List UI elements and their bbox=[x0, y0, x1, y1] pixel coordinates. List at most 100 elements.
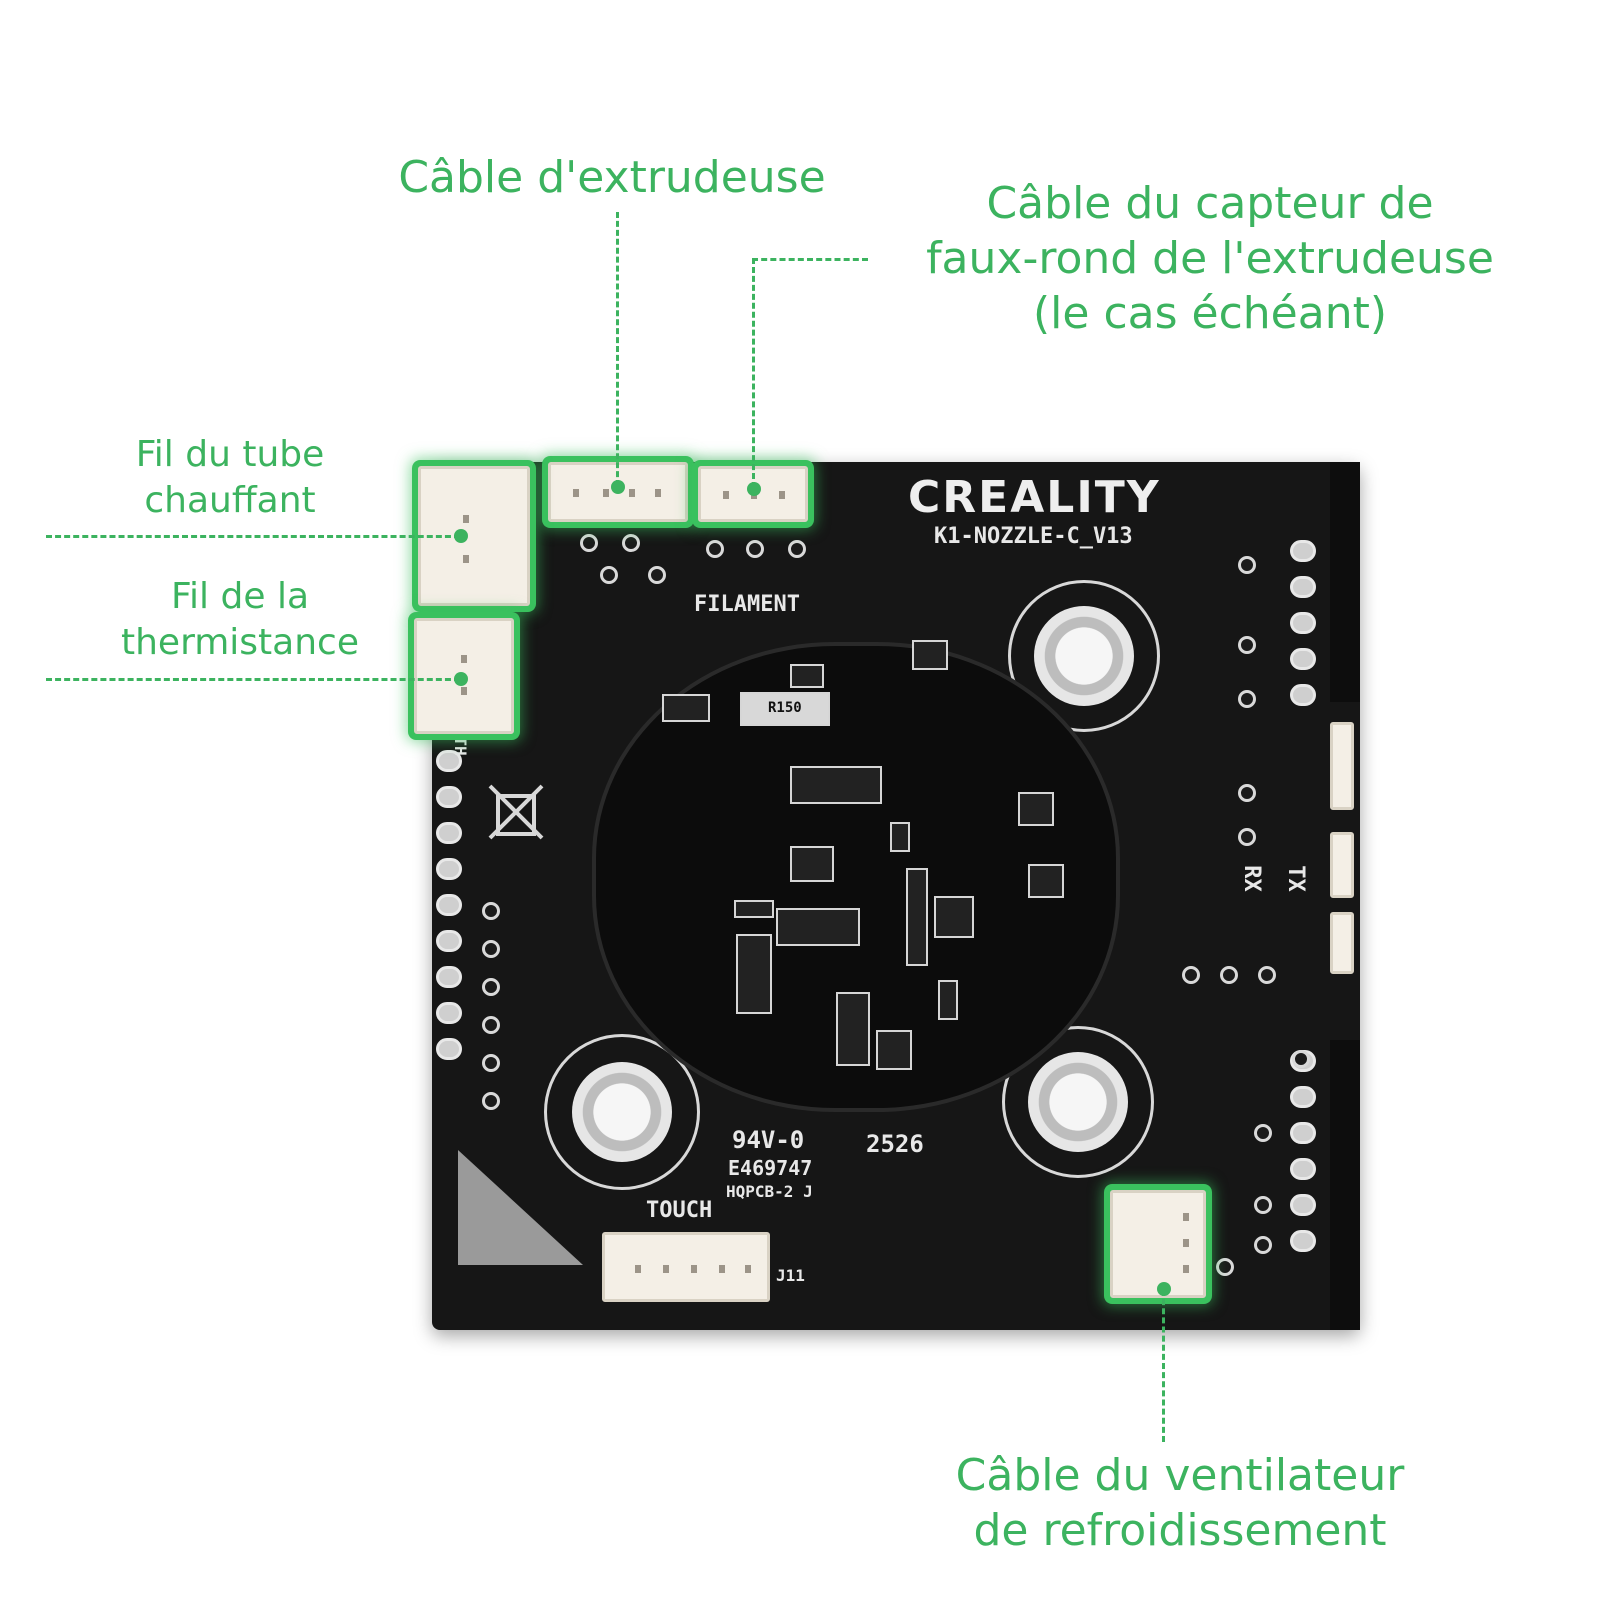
test-point bbox=[1238, 636, 1256, 654]
mounting-hole-h2-ring bbox=[1002, 1026, 1154, 1178]
mounting-hole-h1-ring bbox=[1008, 580, 1160, 732]
smd-component bbox=[790, 846, 834, 882]
callout-extruder-cable-text: Câble d'extrudeuse bbox=[398, 152, 826, 203]
test-point bbox=[1254, 1196, 1272, 1214]
silk-j11: J11 bbox=[776, 1266, 805, 1285]
right-pad-column-top bbox=[1290, 540, 1316, 706]
test-point bbox=[1238, 556, 1256, 574]
smd-component bbox=[890, 822, 910, 852]
callout-runout-line-1: Câble du capteur de bbox=[986, 178, 1434, 229]
pad bbox=[1290, 684, 1316, 706]
silk-maker: HQPCB-2 J bbox=[726, 1182, 813, 1201]
touch-connector-j11[interactable] bbox=[602, 1232, 770, 1302]
test-point bbox=[1254, 1236, 1272, 1254]
test-point bbox=[482, 940, 500, 958]
pad bbox=[1290, 576, 1316, 598]
silk-filament: FILAMENT bbox=[694, 592, 800, 617]
board-brand-logo: CREALITY bbox=[908, 472, 1161, 523]
test-point bbox=[1238, 690, 1256, 708]
callout-cooling-fan-cable: Câble du ventilateur de refroidissement bbox=[920, 1448, 1440, 1558]
side-connector bbox=[1330, 832, 1354, 898]
silk-tx: TX bbox=[1282, 865, 1308, 892]
test-point bbox=[482, 1054, 500, 1072]
callout-thermistor-line-1: Fil de la bbox=[170, 576, 310, 617]
leader-thermistor bbox=[46, 678, 460, 681]
leader-heater-tube bbox=[46, 535, 460, 538]
pad bbox=[436, 1002, 462, 1024]
pin bbox=[779, 491, 785, 499]
mounting-hole-h3-ring bbox=[544, 1034, 700, 1190]
test-point bbox=[580, 534, 598, 552]
pin bbox=[719, 1265, 725, 1273]
smd-component bbox=[736, 934, 772, 1014]
smd-component bbox=[1028, 864, 1064, 898]
pad bbox=[1290, 1122, 1316, 1144]
leader-cooling-fan bbox=[1162, 1290, 1165, 1442]
smd-component bbox=[934, 896, 974, 938]
pin bbox=[1183, 1265, 1189, 1273]
silk-date-code: 2526 bbox=[866, 1130, 924, 1158]
test-point bbox=[746, 540, 764, 558]
mounting-hole-h3 bbox=[572, 1062, 672, 1162]
pin bbox=[655, 489, 661, 497]
pin bbox=[1183, 1239, 1189, 1247]
pad bbox=[1290, 1086, 1316, 1108]
test-point bbox=[1258, 966, 1276, 984]
board-right-edge-strip bbox=[1330, 462, 1360, 702]
silk-rx: RX bbox=[1238, 865, 1264, 892]
pad bbox=[436, 858, 462, 880]
test-point bbox=[1254, 1124, 1272, 1142]
test-point bbox=[482, 902, 500, 920]
pad bbox=[436, 930, 462, 952]
callout-runout-sensor-cable: Câble du capteur de faux-rond de l'extru… bbox=[900, 176, 1520, 341]
smd-resistor-r150 bbox=[740, 692, 830, 726]
pin bbox=[463, 555, 469, 563]
test-point bbox=[600, 566, 618, 584]
smd-component bbox=[662, 694, 710, 722]
pin bbox=[691, 1265, 697, 1273]
mounting-hole-h1 bbox=[1034, 606, 1134, 706]
test-point bbox=[1220, 966, 1238, 984]
smd-component bbox=[906, 868, 928, 966]
cooling-fan-connector[interactable] bbox=[1110, 1190, 1206, 1298]
pin bbox=[573, 489, 579, 497]
pin bbox=[463, 515, 469, 523]
smd-component bbox=[912, 640, 948, 670]
test-point bbox=[706, 540, 724, 558]
board-right-edge-strip-lower bbox=[1330, 1040, 1360, 1330]
pin bbox=[635, 1265, 641, 1273]
esd-warning-icon bbox=[458, 1150, 583, 1265]
test-point bbox=[622, 534, 640, 552]
callout-runout-line-2: faux-rond de l'extrudeuse bbox=[926, 233, 1494, 284]
silk-cert: 94V-0 bbox=[732, 1126, 805, 1154]
smd-component bbox=[790, 766, 882, 804]
callout-fan-line-1: Câble du ventilateur bbox=[955, 1450, 1405, 1501]
leader-dot-thermistor bbox=[454, 672, 468, 686]
pad bbox=[1290, 648, 1316, 670]
silk-r150: R150 bbox=[768, 700, 802, 716]
leader-dot-heater bbox=[454, 529, 468, 543]
smd-component bbox=[836, 992, 870, 1066]
pad bbox=[436, 1038, 462, 1060]
leader-extruder-cable bbox=[616, 212, 619, 486]
right-pad-column-bottom bbox=[1290, 1050, 1316, 1252]
callout-heater-line-1: Fil du tube bbox=[135, 434, 325, 475]
leader-runout-vertical bbox=[752, 258, 755, 488]
pad bbox=[436, 750, 462, 772]
pin bbox=[461, 655, 467, 663]
pad bbox=[436, 966, 462, 988]
test-point bbox=[482, 978, 500, 996]
smd-component bbox=[734, 900, 774, 918]
side-connector bbox=[1330, 722, 1354, 810]
board-model-label: K1-NOZZLE-C_V13 bbox=[934, 524, 1133, 549]
smd-component bbox=[938, 980, 958, 1020]
test-point bbox=[1238, 828, 1256, 846]
leader-dot-extruder bbox=[611, 480, 625, 494]
pad bbox=[1290, 540, 1316, 562]
mounting-hole-h2 bbox=[1028, 1052, 1128, 1152]
test-point bbox=[1238, 784, 1256, 802]
callout-heater-line-2: chauffant bbox=[144, 480, 316, 522]
pin bbox=[1183, 1213, 1189, 1221]
pad bbox=[1290, 1158, 1316, 1180]
pin bbox=[629, 489, 635, 497]
